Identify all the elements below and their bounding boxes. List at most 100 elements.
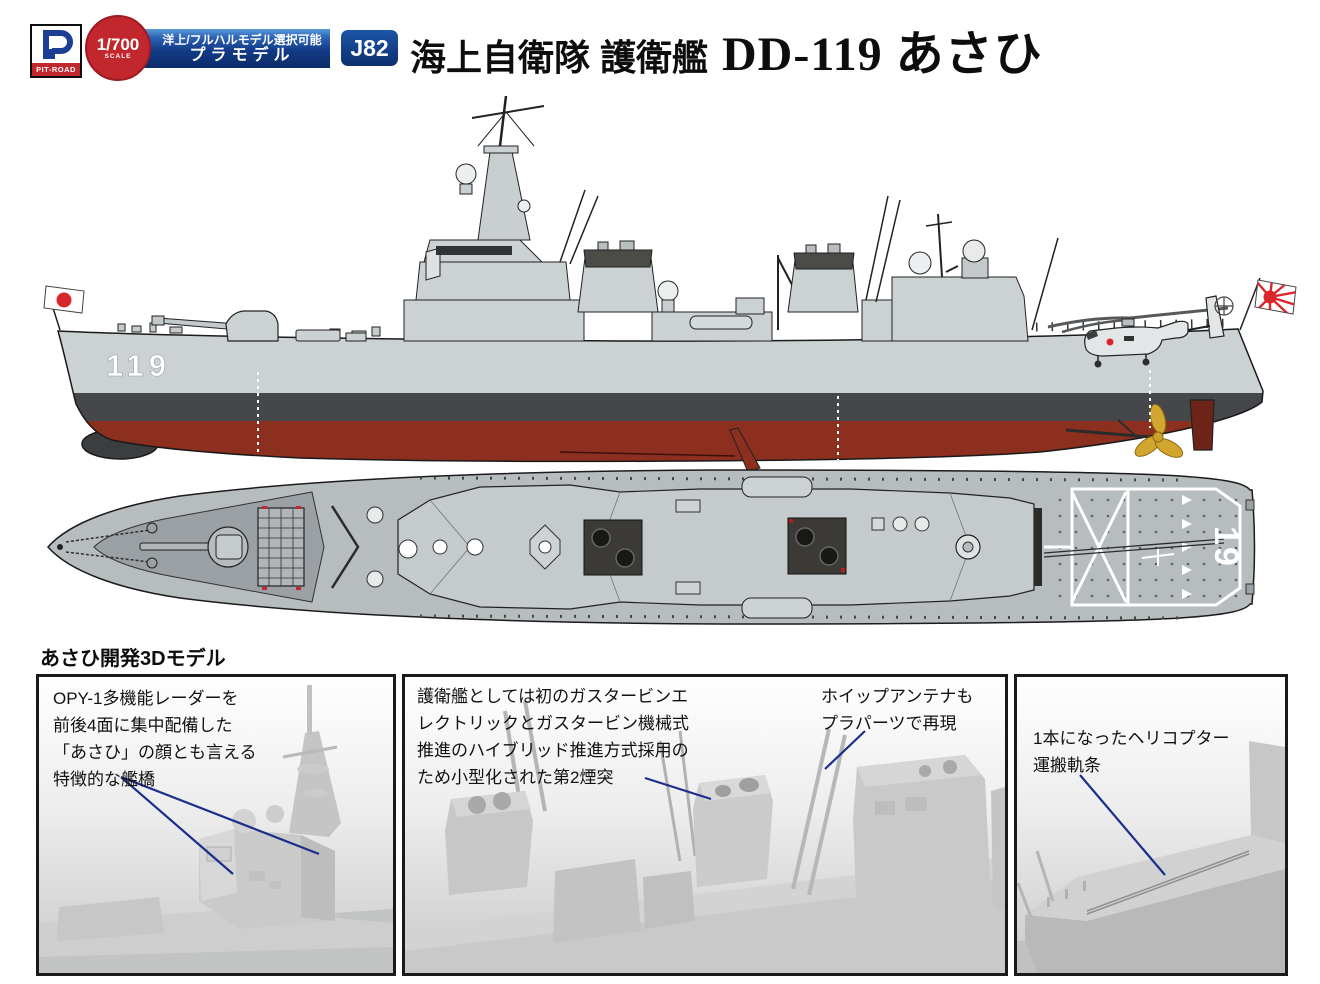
plan-fitting: [398, 539, 418, 559]
radome-pedestal: [459, 183, 473, 195]
hangar-door: [1034, 508, 1042, 586]
plan-view: 19: [47, 469, 1256, 625]
plan-funnel-1: [583, 519, 643, 576]
plan-boat-port: [741, 597, 813, 619]
render-mast: [289, 731, 341, 837]
ciws: [945, 239, 989, 279]
aft-deckhouse-low: [861, 299, 893, 342]
deck-winch: [366, 506, 384, 524]
panel2-caption2: ホイップアンテナも プラパーツで再現: [821, 687, 974, 733]
aft-yard: [925, 221, 953, 227]
render-funnel-1: [445, 791, 533, 895]
bow-flag: [43, 285, 85, 331]
panel-funnel-render: 護衛艦としては初のガスタービンエ レクトリックとガスタービン機械式 推進のハイブ…: [402, 674, 1008, 976]
stern-fitting: [1245, 583, 1255, 595]
annotation-lines: [644, 730, 866, 801]
render-aft-structure: [853, 755, 991, 919]
topmast: [498, 95, 508, 147]
stern-fitting: [1245, 499, 1255, 511]
pit-road-logo-text: PIT-ROAD: [32, 63, 80, 76]
pit-road-logo: PIT-ROAD: [30, 24, 82, 78]
helicopter-fuselage: [1084, 320, 1189, 357]
funnel-2: [787, 243, 859, 313]
whip-antennas-aft: [865, 195, 1059, 331]
kit-number-badge: J82: [341, 30, 398, 66]
plan-hatch: [871, 517, 885, 531]
radome-base: [661, 299, 675, 313]
helicopter-rail: [1043, 538, 1225, 558]
radome: [455, 163, 477, 185]
deck-gear: [675, 499, 701, 513]
plan-superstructure: [397, 484, 1035, 610]
deck-winch: [366, 570, 384, 588]
p-mark-icon: [43, 29, 73, 59]
annotation-lines: [120, 775, 320, 875]
draft-marks: [257, 370, 1151, 460]
hangar: [891, 276, 1029, 342]
plan-main-gun: [139, 526, 249, 568]
scale-badge: 1/700 SCALE: [85, 15, 151, 81]
stern-ensign: [1239, 277, 1297, 331]
render-heli-rail: [1086, 850, 1250, 915]
helicopter: [1047, 295, 1234, 368]
main-gun: [151, 310, 279, 342]
cockpit-window: [1086, 330, 1098, 340]
whip-antennas-fwd: [559, 189, 599, 265]
funnel-3d-render: [405, 700, 1005, 973]
hinomaru-marking: [1106, 338, 1114, 346]
main-rotor: [1047, 306, 1229, 329]
satcom-radome-mid: [657, 280, 679, 302]
rudder: [1189, 399, 1215, 451]
deck-edge-fittings: [419, 476, 1181, 620]
deck-gear: [735, 297, 765, 315]
pit-road-logo-mark: [32, 26, 80, 63]
vls-grid: [257, 506, 305, 590]
page-title: 海上自衛隊 護衛艦 DD-119 あさひ: [410, 14, 1043, 84]
render-hangar-face: [1249, 741, 1285, 843]
render-funnel-2: [693, 775, 773, 887]
hull-number: 119: [106, 348, 171, 383]
scale-value: 1/700: [96, 35, 140, 54]
plan-flight-deck: 19: [1043, 487, 1245, 607]
side-profile-view: 119: [43, 95, 1297, 473]
plan-boat-stbd: [741, 476, 813, 498]
panel2-caption: 護衛艦としては初のガスタービンエ レクトリックとガスタービン機械式 推進のハイブ…: [417, 687, 689, 787]
plan-radome: [914, 516, 930, 532]
bridge-windows: [436, 246, 512, 255]
plan-radome: [892, 516, 908, 532]
panel1-caption: OPY-1多機能レーダーを 前後4面に集中配備した 「あさひ」の顔とも言える 特…: [53, 689, 257, 789]
flightdeck-3d-render: [1017, 741, 1285, 973]
bridge-superstructure: [403, 145, 585, 342]
plan-fitting: [432, 539, 448, 555]
bridge-3d-render: [39, 685, 393, 973]
bilge-keel: [559, 451, 736, 457]
scale-label: SCALE: [104, 53, 132, 60]
mast-tower: [477, 151, 531, 241]
mast-stay: [505, 111, 535, 147]
small-radome: [517, 199, 531, 213]
title-ship-name: DD-119 あさひ: [722, 28, 1043, 81]
render-whip-antenna: [807, 734, 847, 896]
mast-stay: [477, 111, 507, 147]
deck-arrows: [1182, 495, 1192, 599]
render-flight-deck: [1025, 835, 1285, 921]
panel-bridge-render: OPY-1多機能レーダーを 前後4面に集中配備した 「あさひ」の顔とも言える 特…: [36, 674, 396, 976]
deck-t-mark: [1141, 548, 1175, 566]
plan-breakwater: [330, 505, 360, 589]
flight-deck-number: 19: [1207, 526, 1245, 568]
render-whip-antenna: [791, 728, 831, 890]
banner-line1: 洋上/フルハルモデル選択可能: [162, 33, 322, 47]
banner-line2: プラモデル: [189, 47, 295, 64]
panel-flightdeck-render: 1本になったヘリコプター 運搬軌条: [1014, 674, 1288, 976]
model-type-banner: 洋上/フルハルモデル選択可能 プラモデル: [128, 29, 330, 68]
propeller: [1134, 403, 1184, 458]
vent: [345, 332, 367, 342]
model-section-heading: あさひ開発3Dモデル: [40, 648, 226, 670]
tail-fin: [1205, 295, 1225, 339]
title-prefix: 海上自衛隊 護衛艦: [410, 37, 709, 78]
plan-funnel-2: [787, 517, 847, 575]
plan-fitting: [466, 538, 484, 556]
deck-gear: [675, 581, 701, 595]
